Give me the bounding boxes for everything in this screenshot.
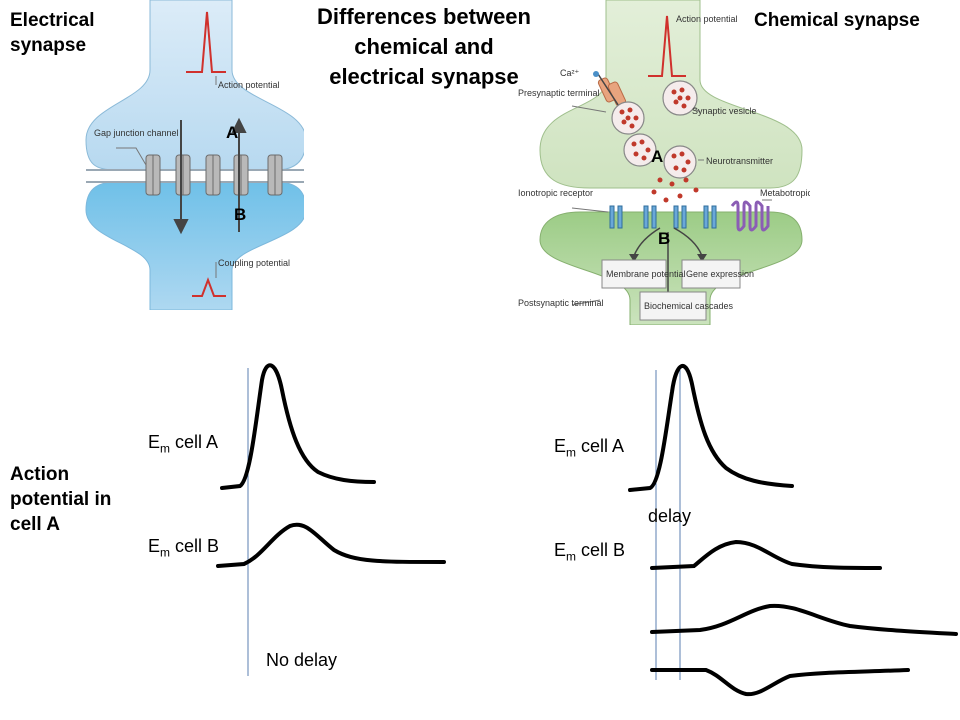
biochemical-cascades-label: Biochemical cascades bbox=[644, 301, 734, 311]
coupling-potential-label: Coupling potential bbox=[218, 258, 290, 268]
electrical-cell-b-trace bbox=[216, 522, 446, 568]
postsynaptic-terminal-label: Postsynaptic terminal bbox=[518, 298, 604, 308]
no-delay-label: No delay bbox=[266, 650, 338, 670]
membrane-potential-traces bbox=[216, 363, 958, 697]
chemical-slow-excitatory-trace bbox=[650, 603, 958, 636]
electrical-synapse-heading: Electrical synapse bbox=[10, 10, 95, 56]
chemical-cell-b-trace bbox=[650, 539, 882, 570]
ionotropic-receptors bbox=[609, 205, 717, 229]
chem-action-potential-label: Action potential bbox=[676, 14, 738, 24]
gene-expression-label: Gene expression bbox=[686, 269, 754, 279]
postsynaptic-cell bbox=[85, 181, 304, 310]
metabotropic-receptor-label: Metabotropic receptor bbox=[760, 188, 810, 198]
electrical-em-cell-a-label: Em cell A bbox=[148, 432, 219, 456]
ionotropic-receptor-label: Ionotropic receptor bbox=[518, 188, 593, 198]
neurotransmitter-label: Neurotransmitter bbox=[706, 156, 773, 166]
membrane-potential-label: Membrane potential bbox=[606, 269, 686, 279]
electrical-action-potential-label: Action potential bbox=[218, 80, 280, 90]
gap-junction-label: Gap junction channel bbox=[94, 128, 179, 138]
electrical-em-cell-b-label: Em cell B bbox=[148, 536, 220, 560]
traces-row-label: Action potential in cell A bbox=[10, 464, 112, 535]
chemical-cell-a-trace bbox=[628, 363, 794, 492]
current-arrow-up bbox=[231, 117, 247, 232]
membrane-potential-box bbox=[601, 259, 667, 289]
chemical-synapse-diagram: Action potential Ca²⁺ Presynaptic termin… bbox=[518, 0, 810, 325]
chemical-em-cell-b-label: Em cell B bbox=[554, 540, 626, 564]
chemical-inhibitory-trace bbox=[650, 668, 910, 697]
synaptic-vesicle-label: Synaptic vesicle bbox=[692, 106, 757, 116]
presynaptic-terminal-label: Presynaptic terminal bbox=[518, 88, 600, 98]
page-title: Differences between chemical and electri… bbox=[317, 4, 531, 89]
electrical-synapse-diagram: Action potential Gap junction channel Co… bbox=[85, 0, 304, 310]
electrical-cell-a-trace bbox=[220, 363, 376, 490]
electrical-point-b: B bbox=[234, 205, 246, 224]
chem-action-potential-trace bbox=[648, 15, 686, 77]
neurotransmitter-molecules bbox=[619, 87, 699, 203]
coupling-potential-trace bbox=[192, 277, 226, 297]
chem-postsynaptic-cell bbox=[539, 211, 803, 325]
calcium-label: Ca²⁺ bbox=[560, 68, 580, 78]
chemical-em-cell-a-label: Em cell A bbox=[554, 436, 625, 460]
chemical-point-a: A bbox=[651, 147, 663, 166]
chemical-synapse-heading: Chemical synapse bbox=[754, 10, 920, 31]
delay-label: delay bbox=[648, 506, 692, 526]
current-arrow-down bbox=[173, 120, 189, 235]
action-potential-trace bbox=[186, 11, 226, 73]
electrical-point-a: A bbox=[226, 123, 238, 142]
biochemical-cascades-box bbox=[639, 291, 707, 321]
metabotropic-receptor bbox=[730, 200, 770, 232]
chemical-point-b: B bbox=[658, 229, 670, 248]
gene-expression-box bbox=[681, 259, 741, 289]
